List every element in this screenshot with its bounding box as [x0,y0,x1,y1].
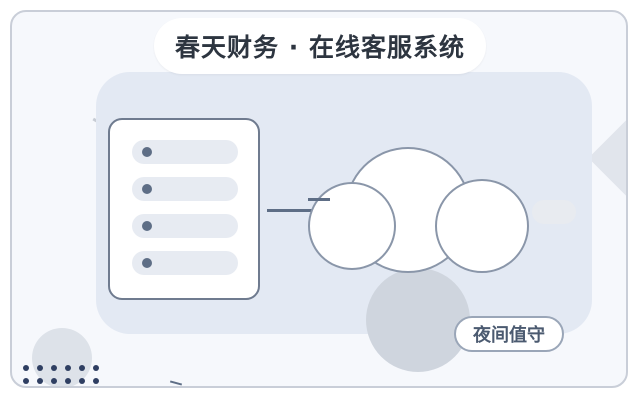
decor-right-diamond [588,118,626,198]
status-badge: 夜间值守 [454,316,564,352]
status-badge-label: 夜间值守 [473,325,545,346]
decor-dot-grid [23,365,99,384]
title-pill: 春天财务 · 在线客服系统 [154,18,486,74]
list-card [108,118,260,300]
bullet-dot-icon [142,258,152,268]
connector-line [267,209,331,212]
list-item [132,214,238,238]
list-item [132,251,238,275]
bullet-dot-icon [142,184,152,194]
app-frame: 春天财务 · 在线客服系统 夜间值守 [10,10,628,388]
list-item [132,177,238,201]
decor-dash [169,380,183,386]
bullet-dot-icon [142,221,152,231]
decor-right-pill [532,200,576,224]
decor-bottom-left-circle [32,328,92,386]
page-title: 春天财务 · 在线客服系统 [175,33,465,62]
bullet-dot-icon [142,147,152,157]
list-item [132,140,238,164]
decor-grey-circle [366,268,470,372]
cloud-icon [308,147,529,273]
